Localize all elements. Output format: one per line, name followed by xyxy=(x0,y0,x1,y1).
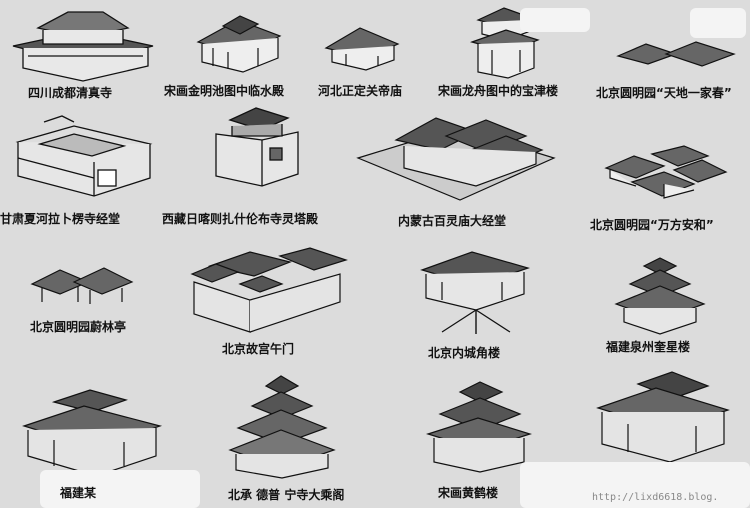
ink-blot xyxy=(520,8,590,32)
guandi-temple-drawing xyxy=(324,27,400,71)
caption-song-jinming-pool-hall: 宋画金明池图中临水殿 xyxy=(164,84,285,98)
fujian-building-drawing xyxy=(22,389,163,477)
pavilion-drawing xyxy=(30,267,134,304)
fig-song-jinming-pool-hall xyxy=(188,14,288,76)
caption-quanzhou-kuixing: 福建泉州奎星楼 xyxy=(606,340,691,354)
ink-blot xyxy=(40,470,200,508)
caption-beijing-corner-tower: 北京内城角楼 xyxy=(428,346,501,360)
caption-forbidden-city-meridian: 北京故宫午门 xyxy=(222,342,295,356)
caption-yuanmingyuan-pavilion: 北京圆明园蔚林亭 xyxy=(30,320,127,334)
fig-fujian-building xyxy=(14,386,164,478)
fig-inner-mongolia-hall xyxy=(356,106,556,202)
sichuan-mosque-drawing xyxy=(12,11,154,82)
caption-fujian-building: 福建某 xyxy=(60,486,97,500)
fig-gansu-labrang-hall xyxy=(14,115,154,200)
wanfang-drawing xyxy=(604,145,728,199)
tashilhunpo-drawing xyxy=(215,107,299,187)
corner-tower-drawing xyxy=(420,251,530,334)
fig-forbidden-city-meridian xyxy=(190,244,350,334)
caption-sichuan-mosque: 四川成都清真寺 xyxy=(28,86,113,100)
tiandi-drawing xyxy=(616,41,736,67)
puning-pavilion-drawing xyxy=(228,375,336,479)
fig-chengde-puning xyxy=(226,374,336,479)
caption-song-dragon-boat-tower: 宋画龙舟图中的宝津楼 xyxy=(438,84,559,98)
fig-quanzhou-kuixing xyxy=(612,256,708,335)
caption-yuanmingyuan-wanfang: 北京圆明园“万方安和” xyxy=(590,218,714,232)
fig-yuanmingyuan-tiandi xyxy=(616,40,736,70)
ink-blot xyxy=(520,462,750,508)
fig-song-dragon-boat-tower xyxy=(470,6,540,79)
fig-hebei-guandi-temple xyxy=(322,24,402,71)
meridian-gate-drawing xyxy=(190,247,348,333)
caption-inner-mongolia-hall: 内蒙古百灵庙大经堂 xyxy=(398,214,507,228)
caption-gansu-labrang-hall: 甘肃夏河拉卜楞寺经堂 xyxy=(0,212,121,226)
jinming-hall-drawing xyxy=(196,15,282,73)
labrang-hall-drawing xyxy=(15,115,153,197)
fig-tibet-tashilhunpo xyxy=(212,104,302,187)
fig-sichuan-mosque xyxy=(8,6,158,82)
watermark-url: http://lixd6618.blog. xyxy=(592,492,719,503)
ink-blot xyxy=(690,8,746,38)
caption-tibet-tashilhunpo: 西藏日喀则扎什伦布寺灵塔殿 xyxy=(162,212,319,226)
kuixing-tower-drawing xyxy=(614,257,706,335)
caption-chengde-puning: 北承 德普 宁寺大乘阁 xyxy=(228,488,345,502)
yellow-crane-drawing xyxy=(425,381,533,473)
fig-last-building xyxy=(592,370,732,463)
last-building-drawing xyxy=(596,371,730,463)
fig-yuanmingyuan-pavilion xyxy=(30,266,134,306)
caption-yuanmingyuan-tiandi: 北京圆明园“天地一家春” xyxy=(596,86,732,100)
fig-yuanmingyuan-wanfang xyxy=(604,145,728,206)
caption-song-yellow-crane: 宋画黄鹤楼 xyxy=(438,486,499,500)
baojin-tower-drawing xyxy=(470,7,540,79)
bailing-hall-drawing xyxy=(356,117,556,201)
fig-beijing-corner-tower xyxy=(412,248,536,334)
caption-hebei-guandi-temple: 河北正定关帝庙 xyxy=(318,84,403,98)
fig-song-yellow-crane xyxy=(424,380,534,473)
